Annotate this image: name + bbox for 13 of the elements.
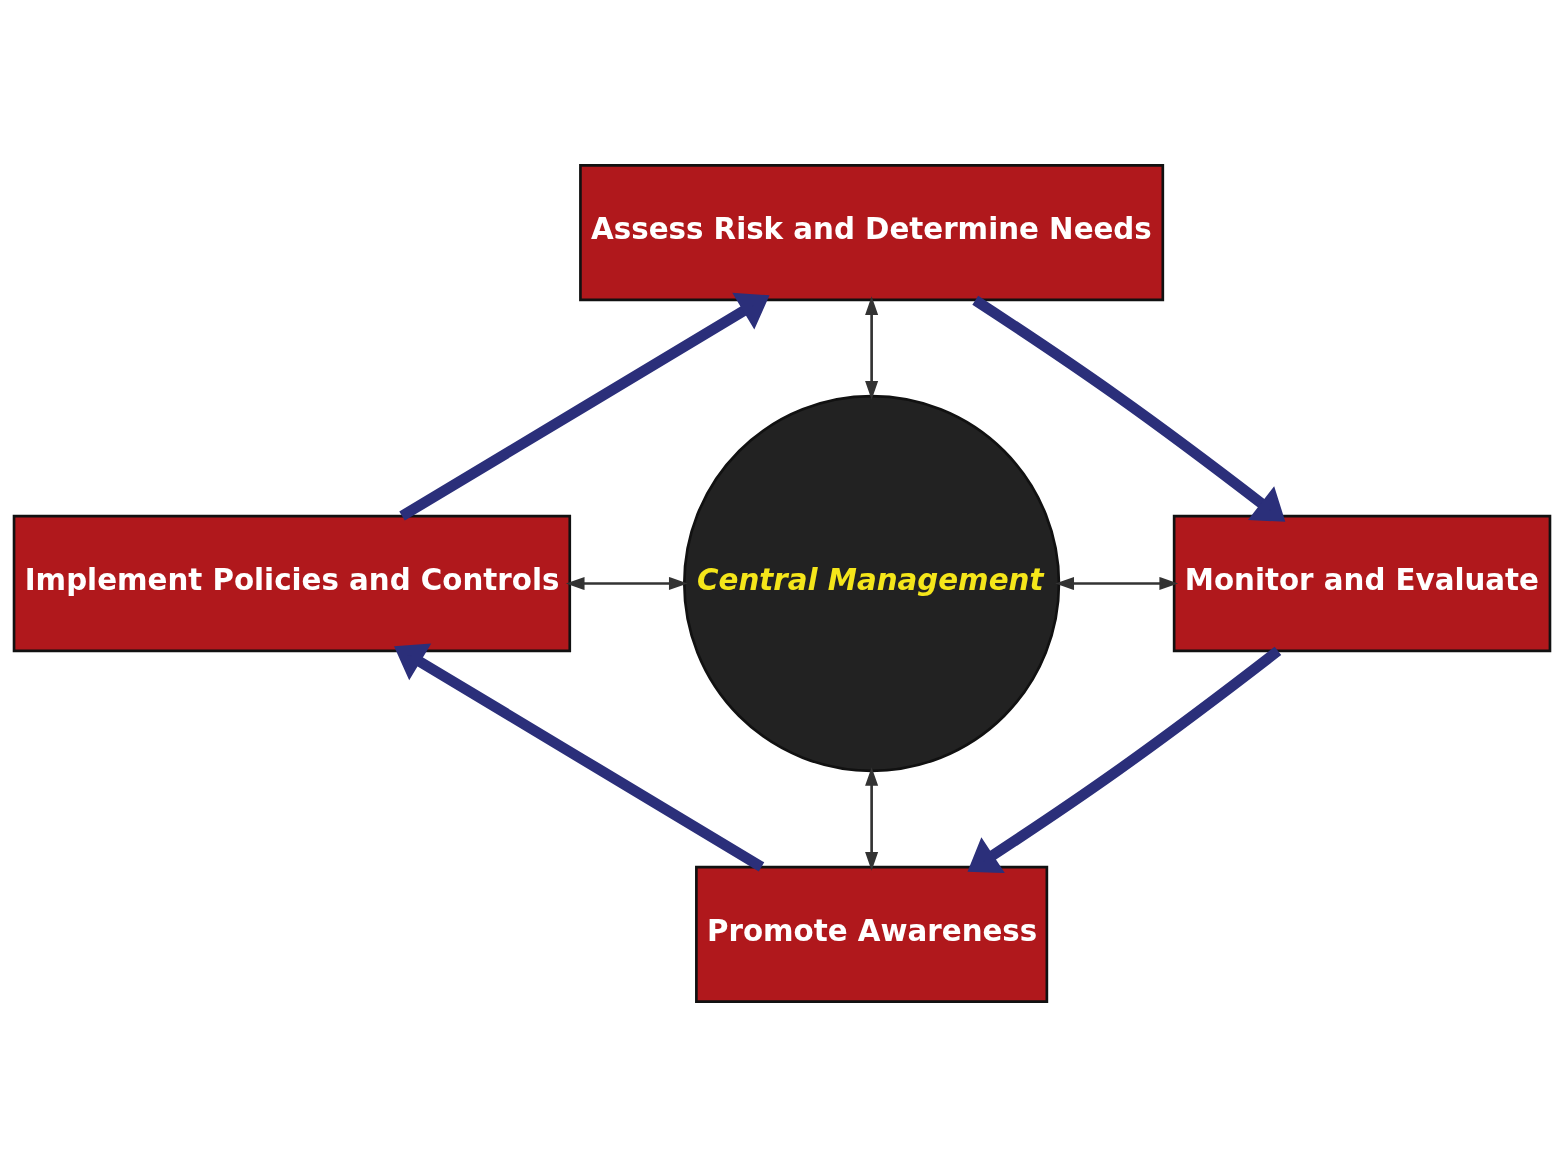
node-box: Assess Risk and Determine Needs [579,164,1165,302]
arrow [865,767,879,871]
node-box: Promote Awareness [695,865,1049,1003]
node-box: Monitor and Evaluate [1172,514,1552,653]
arrow [399,292,770,521]
arrow [394,643,765,872]
arrow [967,646,1282,874]
arrow [865,296,879,400]
node-circle: Central Management [682,394,1061,773]
arrow [1055,576,1179,591]
arrow [972,295,1286,522]
node-box: Implement Policies and Controls [12,514,572,653]
arrow [565,576,688,591]
